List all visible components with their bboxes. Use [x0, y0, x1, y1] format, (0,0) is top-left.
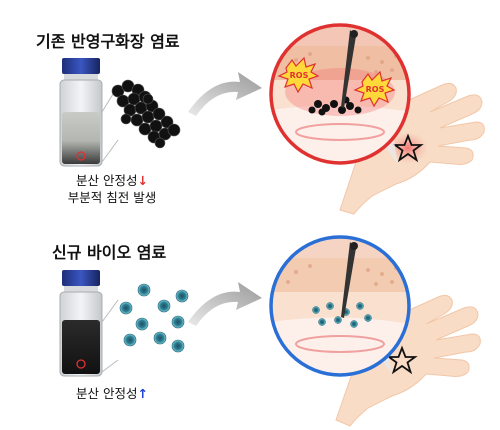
top-star-tattoo-icon: [392, 133, 424, 163]
dispersed-blue-particles: [119, 283, 189, 353]
bottom-zoom-ring: [269, 235, 411, 377]
bottom-caption-line1: 분산 안정성: [76, 386, 138, 401]
top-caption-line1: 분산 안정성: [76, 173, 138, 188]
top-sediment-marker: [76, 151, 86, 161]
top-caption-line2: 부분적 침전 발생: [67, 190, 157, 205]
ros-label-left: ROS: [290, 71, 309, 80]
top-vial: [59, 58, 103, 167]
top-caption: 분산 안정성↓ 부분적 침전 발생: [52, 172, 172, 206]
up-arrow-icon: ↑: [137, 386, 148, 401]
bottom-title: 신규 바이오 염료: [52, 243, 167, 262]
bottom-skin-zoom: [271, 237, 409, 375]
ros-burst-left-icon: [277, 56, 320, 94]
bottom-vial: [59, 270, 103, 377]
ros-burst-right-icon: [353, 70, 396, 108]
top-zoom-ring: [269, 23, 411, 165]
bottom-hand: [335, 294, 481, 427]
top-transition-arrow: [188, 72, 262, 116]
ros-label-right: ROS: [366, 85, 385, 94]
down-arrow-icon: ↓: [137, 173, 148, 188]
bottom-caption: 분산 안정성↑: [52, 385, 172, 402]
bottom-needle: [341, 242, 358, 318]
bottom-marker: [76, 359, 86, 369]
top-needle: [341, 30, 358, 108]
top-hand: [339, 82, 485, 215]
top-title: 기존 반영구화장 염료: [36, 32, 180, 51]
black-particle-cluster: [111, 79, 181, 149]
bottom-star-tattoo-icon: [386, 345, 418, 375]
bottom-transition-arrow: [188, 282, 262, 326]
